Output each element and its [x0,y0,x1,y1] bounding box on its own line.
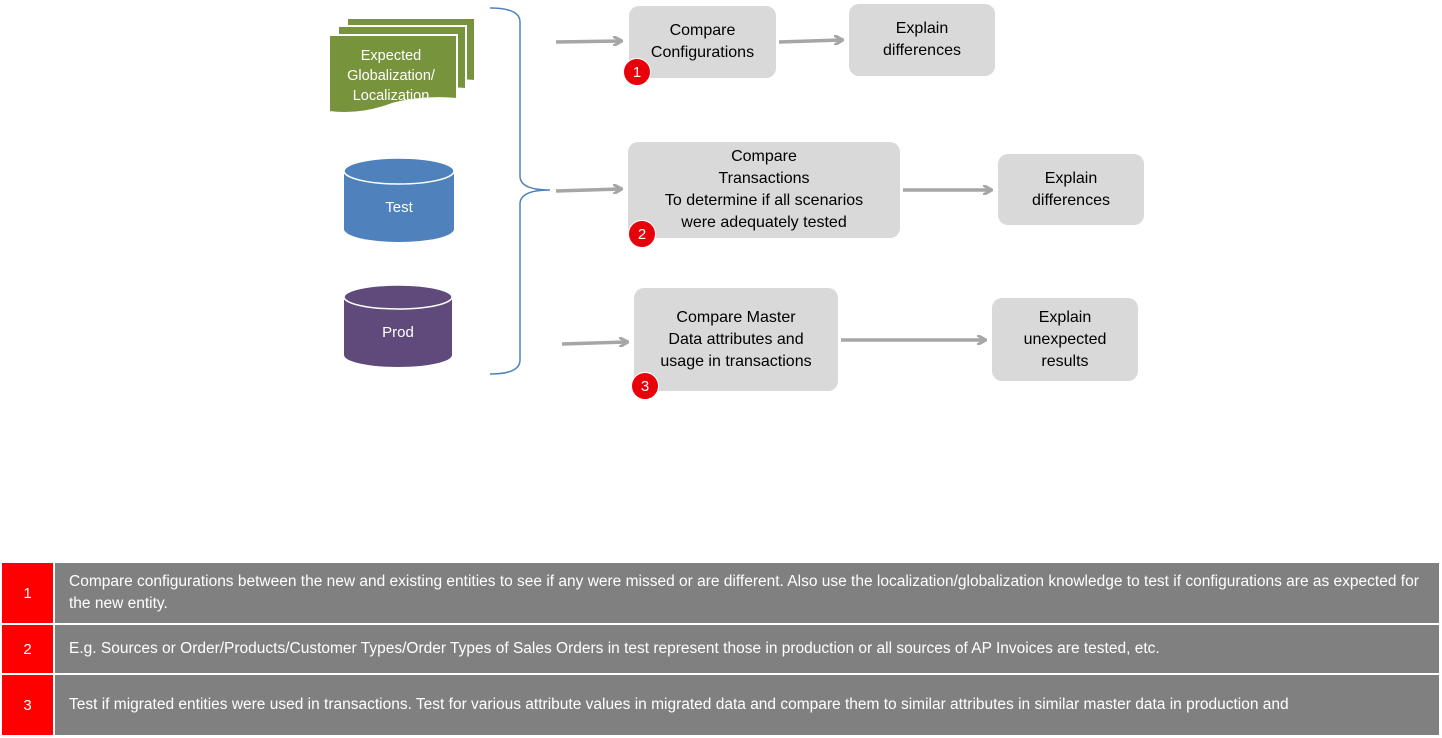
arrow-to-compare-1 [555,41,620,42]
document-label: Expected Globalization/ Localization [347,48,435,104]
explain-unexpected-results-box: Explain unexpected results [992,298,1138,381]
test-label: Test [385,199,413,216]
legend-description: E.g. Sources or Order/Products/Customer … [55,625,1439,673]
explain-differences-box-1: Explain differences [849,4,995,76]
arrow-to-compare-3 [561,342,626,344]
compare-transactions-box: Compare Transactions To determine if all… [628,142,900,238]
prod-database-cylinder [343,284,453,367]
legend-row: 2 E.g. Sources or Order/Products/Custome… [2,625,1439,675]
legend-number: 2 [2,625,55,673]
flow-diagram [328,7,1442,375]
explain-unexpected-results-text: Explain unexpected results [1023,308,1107,370]
prod-label: Prod [382,324,414,341]
compare-configurations-box: Compare Configurations [629,6,776,78]
compare-master-data-box: Compare Master Data attributes and usage… [634,288,838,391]
legend-description: Test if migrated entities were used in t… [55,675,1439,735]
compare-configurations-text: Compare Configurations [650,22,755,61]
step-2-badge: 2 [628,220,656,248]
compare-master-data-text: Compare Master Data attributes and usage… [660,308,812,370]
test-database-cylinder [343,157,455,242]
explain-differences-text-2: Explain differences [1032,169,1110,209]
legend-number: 1 [2,563,55,623]
arrow-to-explain-1 [778,40,841,42]
compare-transactions-text: Compare Transactions To determine if all… [664,148,864,231]
legend-number: 3 [2,675,55,735]
explain-differences-box-2: Explain differences [998,154,1144,225]
grouping-bracket [489,7,551,375]
arrow-to-compare-2 [555,189,620,191]
multi-document-shape [328,17,476,114]
step-3-badge: 3 [631,372,659,400]
legend-table: 1 Compare configurations between the new… [2,563,1439,735]
legend-description: Compare configurations between the new a… [55,563,1439,623]
step-1-badge: 1 [623,58,651,86]
explain-differences-text-1: Explain differences [883,20,961,59]
legend-row: 1 Compare configurations between the new… [2,563,1439,625]
legend-row: 3 Test if migrated entities were used in… [2,675,1439,735]
